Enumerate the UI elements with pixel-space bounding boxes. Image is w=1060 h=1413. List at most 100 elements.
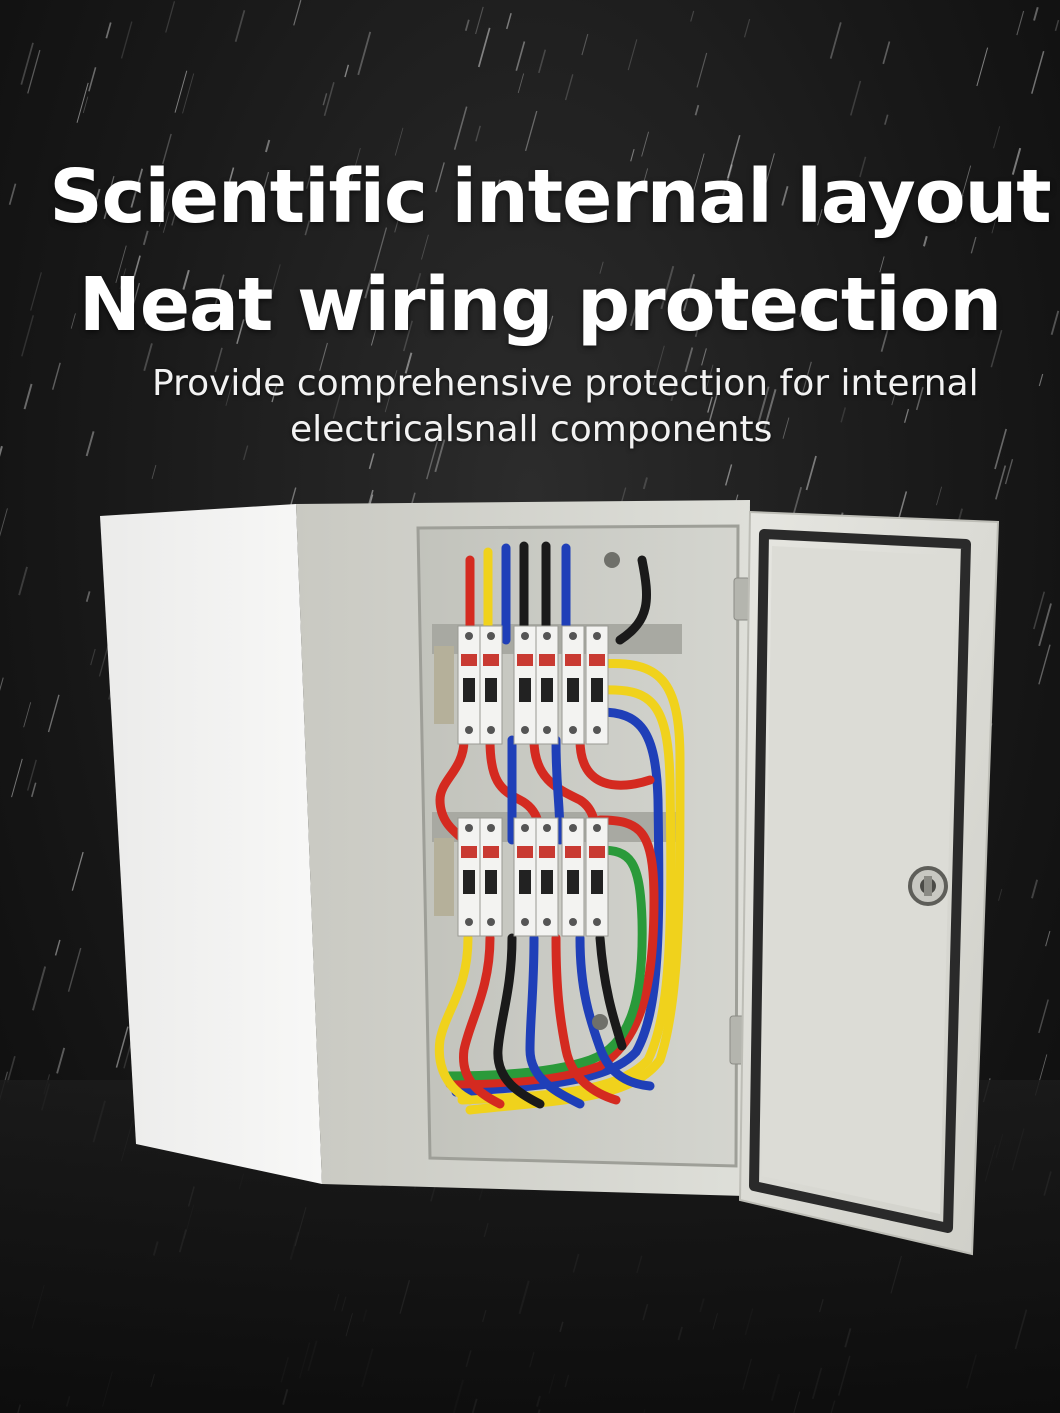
- terminal-screw: [521, 824, 529, 832]
- breaker-toggle[interactable]: [463, 678, 475, 702]
- rain-streak: [174, 70, 188, 113]
- rain-streak: [76, 82, 89, 123]
- breaker-toggle[interactable]: [485, 870, 497, 894]
- rain-streak: [23, 383, 33, 410]
- door-inner-panel: [762, 546, 956, 1214]
- rain-streak: [143, 343, 153, 372]
- breaker-toggle[interactable]: [519, 678, 531, 702]
- breaker-toggle[interactable]: [567, 678, 579, 702]
- rain-streak: [891, 394, 896, 406]
- breaker-toggle[interactable]: [541, 678, 553, 702]
- rain-streak: [214, 347, 223, 373]
- rain-streak: [708, 385, 721, 424]
- breaker-label-icon: [517, 654, 533, 666]
- rain-streak: [581, 33, 589, 56]
- rain-streak: [781, 186, 789, 206]
- breaker-toggle[interactable]: [591, 870, 603, 894]
- rain-streak: [322, 93, 328, 106]
- rain-streak: [642, 477, 648, 490]
- rain-streak: [404, 352, 413, 374]
- rain-streak: [936, 486, 943, 506]
- rain-streak: [384, 370, 398, 413]
- terminal-screw: [593, 726, 601, 734]
- breaker-toggle[interactable]: [591, 678, 603, 702]
- terminal-screw: [487, 918, 495, 926]
- rain-streak: [694, 293, 709, 337]
- terminal-screw: [521, 726, 529, 734]
- terminal-screw: [593, 632, 601, 640]
- rain-streak: [236, 319, 245, 345]
- rain-streak: [805, 455, 817, 491]
- rain-streak: [880, 322, 891, 352]
- breaker-label-icon: [565, 654, 581, 666]
- rain-streak: [652, 345, 665, 386]
- rain-streak: [755, 386, 770, 431]
- terminal-screw: [569, 632, 577, 640]
- rain-streak: [11, 758, 23, 798]
- breaker-toggle[interactable]: [519, 870, 531, 894]
- rain-streak: [691, 153, 705, 197]
- rain-streak: [70, 313, 76, 329]
- rain-streak: [85, 199, 94, 224]
- rain-streak: [332, 393, 341, 419]
- rain-streak: [994, 428, 1008, 470]
- breaker-label-icon: [589, 846, 605, 858]
- rain-streak: [105, 22, 112, 39]
- rain-streak: [242, 445, 249, 461]
- door-lock-icon[interactable]: [908, 866, 948, 906]
- terminal-screw: [521, 632, 529, 640]
- rain-streak: [182, 73, 195, 114]
- breaker-toggle[interactable]: [541, 870, 553, 894]
- breaker-label-icon: [517, 846, 533, 858]
- rain-streak: [257, 171, 270, 209]
- rain-streak: [954, 194, 964, 222]
- breaker-label-icon: [539, 846, 555, 858]
- rain-streak: [1031, 50, 1045, 94]
- wire: [551, 933, 621, 1105]
- rain-streak: [293, 0, 302, 26]
- rain-streak: [627, 39, 638, 71]
- rain-streak: [976, 47, 989, 87]
- rain-streak: [475, 6, 484, 35]
- rain-streak: [1050, 310, 1060, 335]
- wire: [435, 735, 469, 845]
- terminal-screw: [521, 918, 529, 926]
- breaker-toggle[interactable]: [485, 678, 497, 702]
- rain-streak: [642, 168, 649, 188]
- breaker-toggle[interactable]: [463, 870, 475, 894]
- rain-streak: [103, 185, 115, 219]
- rain-streak: [724, 464, 733, 486]
- rain-streak: [23, 702, 32, 728]
- breaker-row-top: [434, 625, 609, 745]
- rain-streak: [694, 104, 700, 116]
- rain-streak: [394, 209, 402, 233]
- rain-streak: [799, 294, 807, 317]
- rain-streak: [660, 265, 675, 310]
- rain-streak: [26, 759, 37, 791]
- rain-streak: [31, 966, 47, 1011]
- terminal-screw: [487, 824, 495, 832]
- rain-streak: [850, 80, 862, 116]
- rain-streak: [368, 453, 375, 470]
- mounting-bolt: [592, 1014, 608, 1030]
- rain-streak: [105, 175, 115, 203]
- rain-streak: [817, 208, 823, 226]
- rain-streak: [995, 465, 1007, 500]
- rain-streak: [132, 282, 141, 307]
- rain-streak: [0, 508, 8, 537]
- rain-streak: [6, 1055, 16, 1083]
- terminal-screw: [465, 918, 473, 926]
- rain-streak: [30, 272, 42, 311]
- rain-streak: [0, 677, 4, 691]
- breaker-row-bottom: [434, 817, 609, 937]
- rain-streak: [54, 939, 61, 956]
- breaker-toggle[interactable]: [567, 870, 579, 894]
- rain-streak: [464, 19, 470, 31]
- wire: [525, 933, 585, 1109]
- rain-streak: [1038, 644, 1051, 685]
- rain-streak: [630, 149, 635, 162]
- rain-streak: [564, 74, 574, 101]
- rain-streak: [1038, 603, 1052, 647]
- rain-streak: [475, 125, 481, 142]
- rain-streak: [171, 209, 177, 226]
